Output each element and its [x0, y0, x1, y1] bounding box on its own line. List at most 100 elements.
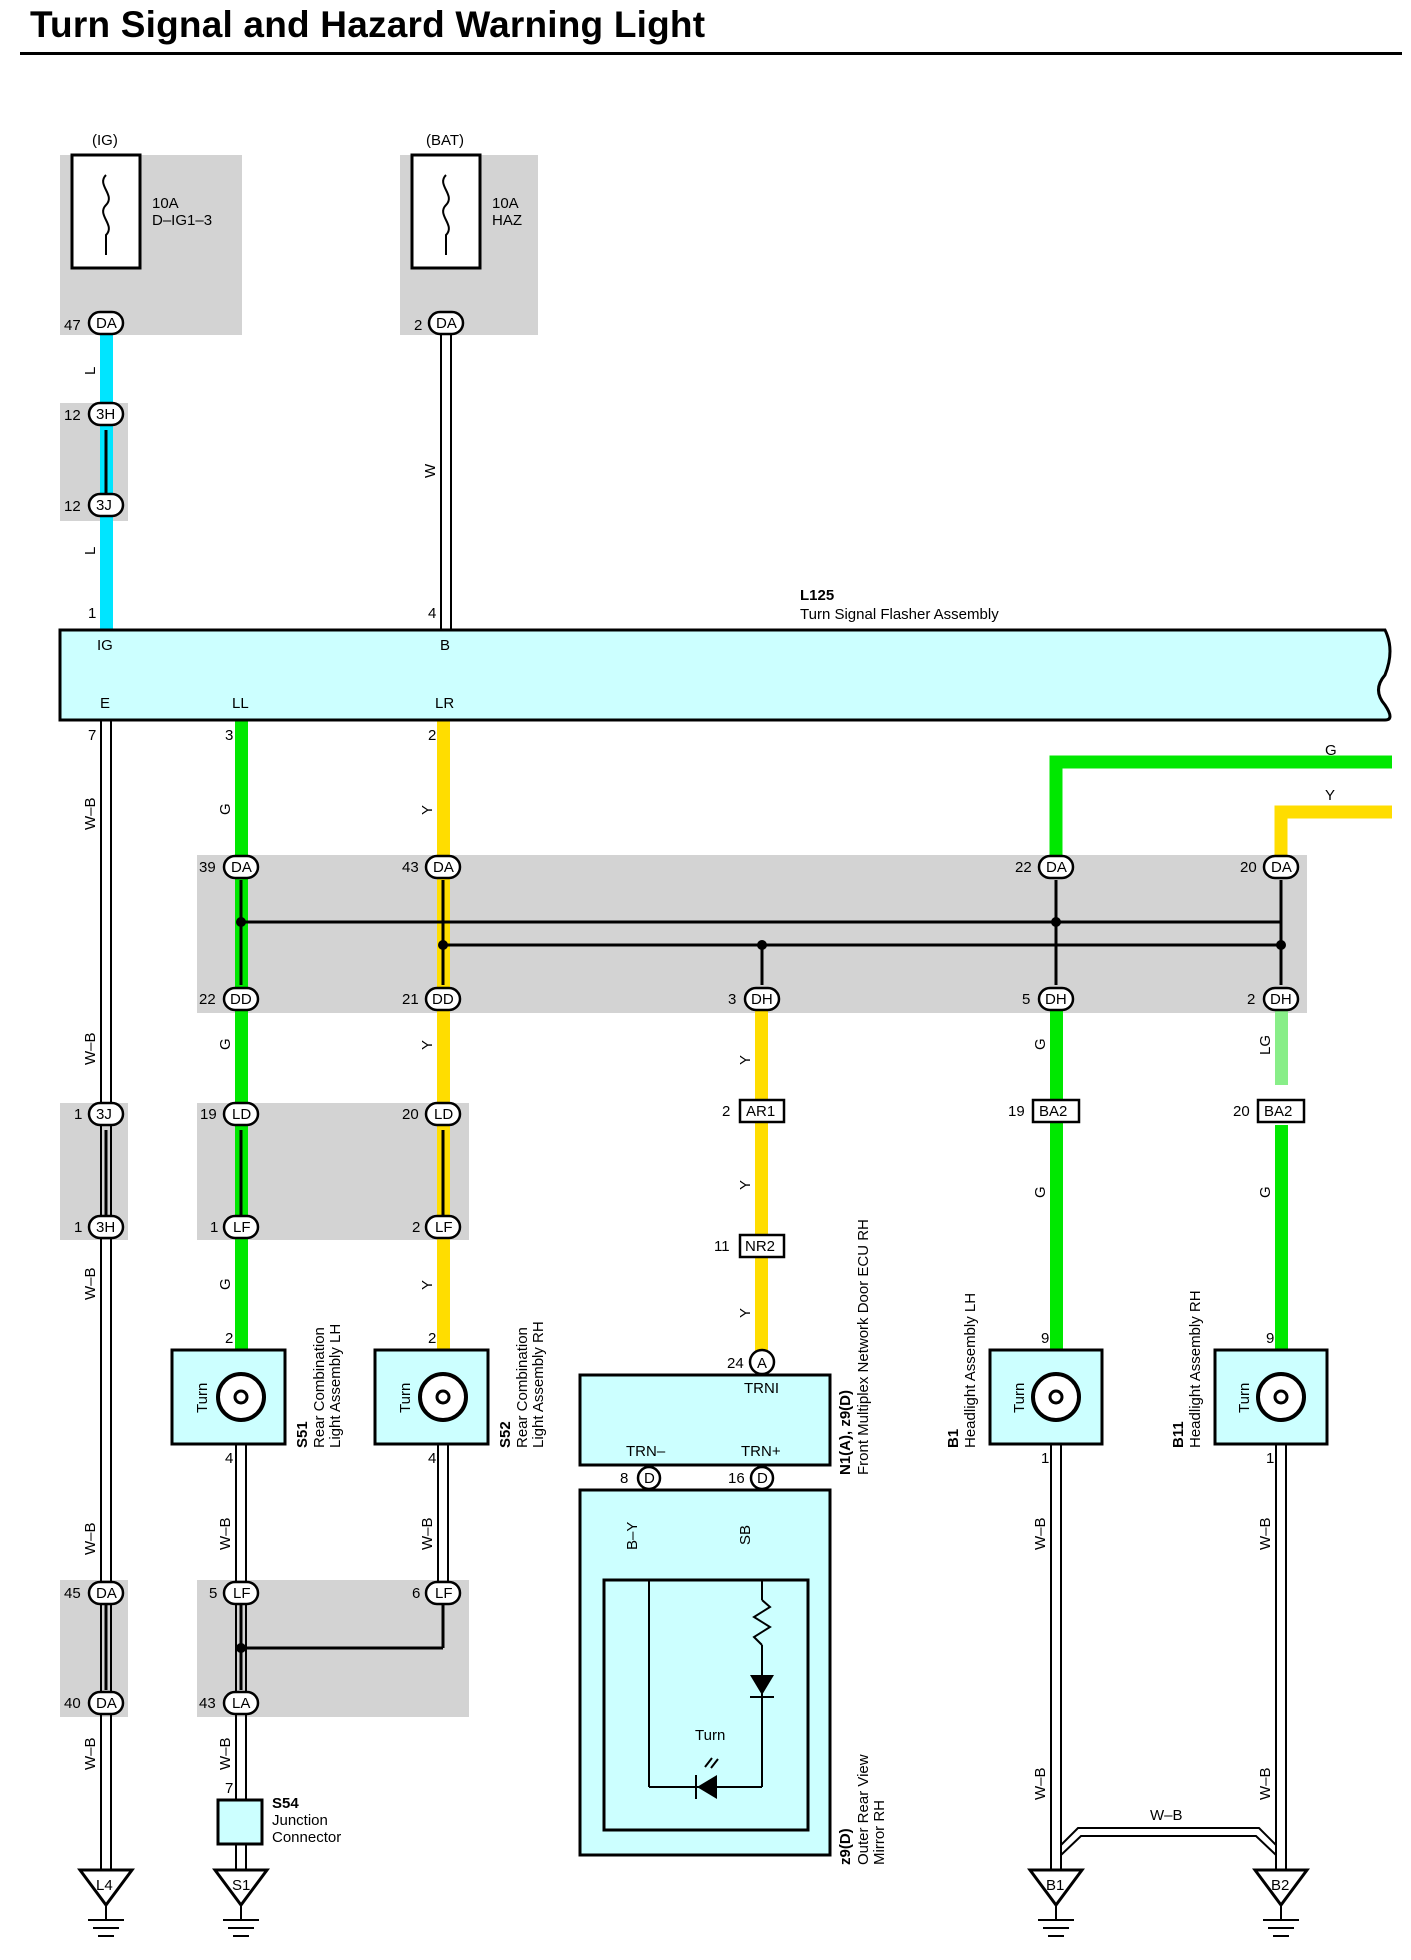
flasher-pin-ig: IG — [97, 637, 113, 654]
pin-number: 16 — [728, 1470, 745, 1487]
svg-text:W–B: W–B — [1032, 1517, 1049, 1550]
svg-text:LF: LF — [233, 1585, 251, 1602]
fuse-element-icon — [102, 174, 110, 255]
pin-number: 4 — [428, 1450, 436, 1467]
svg-text:DD: DD — [230, 991, 252, 1008]
pin-number: 4 — [225, 1450, 233, 1467]
connector-la-43: LA — [222, 1690, 260, 1716]
pin-number: 1 — [74, 1219, 82, 1236]
ig-supply-label: (IG) — [92, 132, 118, 149]
wire-y-trni — [755, 1010, 768, 1355]
b1-code: B1 — [945, 1429, 962, 1448]
svg-text:LF: LF — [435, 1585, 453, 1602]
mirror-turn-led-circuit — [648, 1580, 774, 1799]
bat-fuse-name: HAZ — [492, 212, 522, 229]
svg-text:LD: LD — [232, 1106, 251, 1123]
svg-text:S1: S1 — [232, 1877, 250, 1894]
pin-number: 19 — [200, 1106, 217, 1123]
svg-text:DA: DA — [1046, 859, 1067, 876]
connector-da-47: DA — [87, 310, 125, 336]
svg-text:Y: Y — [419, 1040, 436, 1050]
pin-number: 45 — [64, 1585, 81, 1602]
svg-text:Y: Y — [737, 1055, 754, 1065]
pin-number: 7 — [88, 727, 96, 744]
pin-number: 8 — [620, 1470, 628, 1487]
bat-supply-label: (BAT) — [426, 132, 464, 149]
n1-code: N1(A), z9(D) — [837, 1390, 854, 1475]
connector-da-22: DA — [1037, 854, 1075, 880]
z9-code: z9(D) — [837, 1828, 854, 1865]
svg-text:B2: B2 — [1271, 1877, 1289, 1894]
ecu-pin-trn-plus: TRN+ — [741, 1443, 781, 1460]
pin-number: 1 — [210, 1219, 218, 1236]
svg-text:DA: DA — [436, 315, 457, 332]
svg-text:Turn: Turn — [397, 1383, 414, 1413]
connector-a-24: A — [748, 1348, 776, 1376]
svg-text:Turn: Turn — [1236, 1383, 1253, 1413]
svg-text:G: G — [217, 1038, 234, 1050]
z9-name-1: Outer Rear View — [855, 1754, 872, 1865]
wire-wb-b1-b2-link — [1060, 1827, 1277, 1846]
connector-dh-3: DH — [743, 986, 781, 1012]
connector-lf-2: LF — [424, 1214, 462, 1240]
wire-y-lr — [437, 720, 450, 1360]
s52-code: S52 — [497, 1421, 514, 1448]
b1-name: Headlight Assembly LH — [962, 1293, 979, 1448]
ecu-n1-body — [578, 1373, 832, 1467]
b11-code: B11 — [1170, 1421, 1187, 1448]
ground-b2: B2 — [1252, 1868, 1310, 1937]
wire-color-labels: L L W W–B W–B W–B W–B W–B G G G Y Y Y G … — [82, 367, 1337, 1824]
svg-text:B–Y: B–Y — [624, 1522, 641, 1550]
flasher-pin-ll: LL — [232, 695, 249, 712]
led-light-rays-icon — [704, 1757, 719, 1769]
svg-text:G: G — [1257, 1186, 1274, 1198]
connector-lf-1: LF — [222, 1214, 260, 1240]
connector-3h-12: 3H — [87, 401, 125, 427]
pin-number: 2 — [722, 1103, 730, 1120]
z9-name-2: Mirror RH — [871, 1800, 888, 1865]
svg-text:DA: DA — [1271, 859, 1292, 876]
connector-d-8: D — [636, 1465, 662, 1491]
pin-number: 22 — [199, 991, 216, 1008]
svg-text:Y: Y — [737, 1308, 754, 1318]
svg-text:W–B: W–B — [1257, 1767, 1274, 1800]
n1-name: Front Multiplex Network Door ECU RH — [855, 1219, 872, 1475]
pin-number: 19 — [1008, 1103, 1025, 1120]
connector-da-2: DA — [427, 310, 465, 336]
pin-number: 2 — [225, 1330, 233, 1347]
pin-number: 1 — [1266, 1450, 1274, 1467]
svg-text:W–B: W–B — [217, 1517, 234, 1550]
led-icon — [697, 1775, 717, 1799]
pin-number: 5 — [1022, 991, 1030, 1008]
pin-number: 7 — [225, 1780, 233, 1797]
svg-text:A: A — [757, 1355, 767, 1372]
svg-text:W–B: W–B — [1032, 1767, 1049, 1800]
ig-fuse-rating: 10A — [152, 195, 179, 212]
pin-number: 20 — [1240, 859, 1257, 876]
svg-text:Turn: Turn — [1011, 1383, 1028, 1413]
svg-text:D: D — [757, 1470, 768, 1487]
connector-da-40: DA — [87, 1690, 125, 1716]
fuse-element-icon — [442, 174, 450, 255]
ground-b1: B1 — [1027, 1868, 1085, 1937]
svg-text:Y: Y — [1325, 787, 1335, 804]
connector-ar1: AR1 — [738, 1098, 786, 1124]
svg-text:DA: DA — [231, 859, 252, 876]
pin-number: 2 — [414, 317, 422, 334]
pin-number: 43 — [199, 1695, 216, 1712]
svg-text:DA: DA — [96, 315, 117, 332]
pin-number: 24 — [727, 1355, 744, 1372]
svg-text:Y: Y — [419, 805, 436, 815]
connector-ba2-19: BA2 — [1031, 1098, 1081, 1124]
pin-number: 1 — [1041, 1450, 1049, 1467]
pin-number: 47 — [64, 317, 81, 334]
svg-text:DA: DA — [96, 1585, 117, 1602]
lamp-b1: Turn — [988, 1348, 1104, 1446]
s54-name-2: Connector — [272, 1829, 341, 1846]
svg-text:W–B: W–B — [82, 1032, 99, 1065]
pin-number: 5 — [209, 1585, 217, 1602]
wire-wb-b1 — [1050, 1445, 1062, 1885]
svg-text:G: G — [217, 1278, 234, 1290]
svg-text:DA: DA — [96, 1695, 117, 1712]
svg-text:G: G — [1032, 1186, 1049, 1198]
